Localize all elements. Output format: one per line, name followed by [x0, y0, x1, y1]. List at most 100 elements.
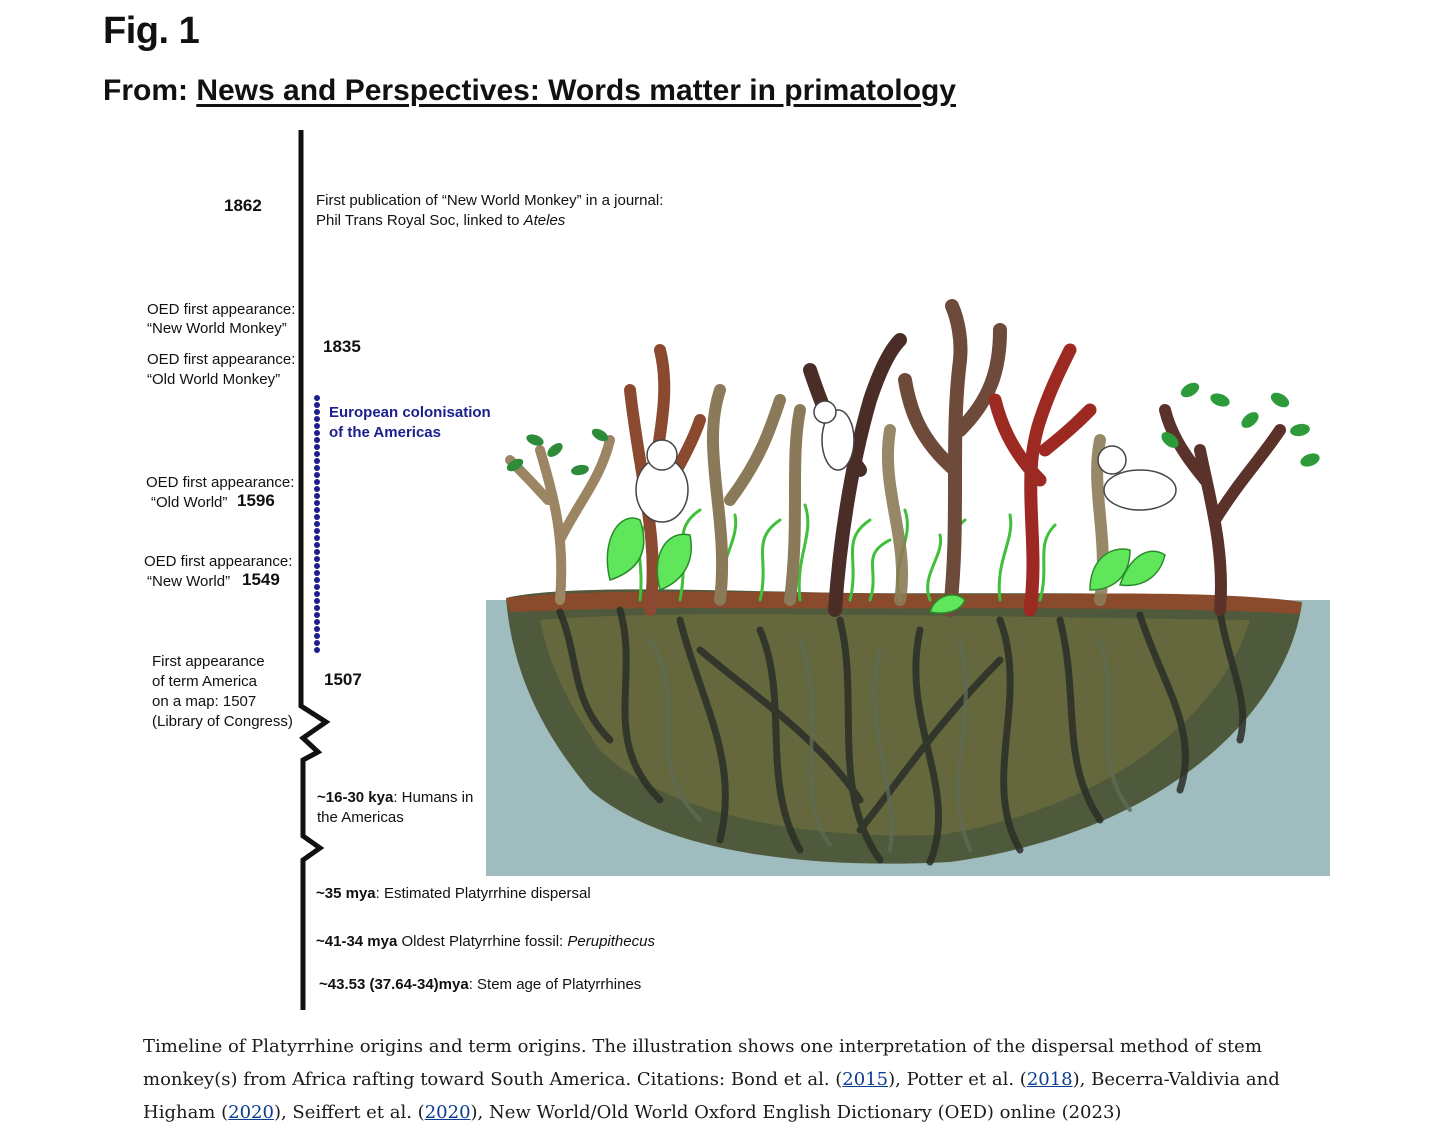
event-1862-line1: First publication of “New World Monkey” …: [316, 192, 664, 209]
colonisation-dot: [314, 409, 320, 415]
colonisation-dot: [314, 395, 320, 401]
colonisation-dot: [314, 584, 320, 590]
humans-line2: the Americas: [317, 809, 404, 826]
year-1596: 1596: [237, 491, 275, 510]
colonisation-dot: [314, 465, 320, 471]
colonisation-dot: [314, 563, 320, 569]
grass: [637, 503, 1057, 602]
colonisation-dot: [314, 507, 320, 513]
event-1862-line2: Phil Trans Royal Soc, linked to Ateles: [316, 211, 565, 231]
fossil-range: ~41-34 mya: [316, 933, 398, 950]
tree-center-tall: [898, 299, 1007, 617]
colonisation-dot: [314, 577, 320, 583]
colonisation-line1: European colonisation: [329, 404, 491, 421]
year-1507: 1507: [324, 670, 362, 689]
colonisation-dot: [314, 570, 320, 576]
figure-caption: Timeline of Platyrrhine origins and term…: [143, 1030, 1343, 1129]
colonisation-dot: [314, 619, 320, 625]
raft-top-mud: [506, 591, 1302, 614]
timeline-axis: [298, 130, 331, 1010]
colonisation-dot: [314, 640, 320, 646]
colonisation-dot: [314, 486, 320, 492]
citation-link-potter-2018[interactable]: 2018: [1026, 1069, 1073, 1090]
colonisation-dot: [314, 549, 320, 555]
colonisation-dot: [314, 416, 320, 422]
colonisation-dot: [314, 451, 320, 457]
dispersal-text: : Estimated Platyrrhine dispersal: [375, 885, 591, 902]
colonisation-dot: [314, 500, 320, 506]
colonisation-dot: [314, 598, 320, 604]
fig-title: Fig. 1: [103, 10, 200, 52]
colonisation-dot: [314, 458, 320, 464]
caption-text-3: ), Becerra-Valdivia and Higham (: [143, 1069, 1280, 1123]
colonisation-dot: [314, 528, 320, 534]
colonisation-dots: [314, 395, 320, 653]
map-line2: of term America: [152, 673, 258, 690]
raft-soil: [506, 589, 1302, 864]
colonisation-dot: [314, 514, 320, 520]
event-1862-taxon: Ateles: [523, 212, 566, 229]
colonisation-line2: of the Americas: [329, 424, 441, 441]
caption-text-2: ), Potter et al. (: [888, 1069, 1027, 1090]
tree-center-dark: [803, 333, 907, 617]
citation-link-bond-2015[interactable]: 2015: [842, 1069, 889, 1090]
event-1862-text: Phil Trans Royal Soc, linked to: [316, 212, 524, 229]
tree-red: [988, 343, 1097, 617]
colonisation-dot: [314, 591, 320, 597]
fossil-line: ~41-34 mya Oldest Platyrrhine fossil: Pe…: [316, 932, 655, 952]
caption-text-4: ), Seiffert et al. (: [273, 1102, 425, 1123]
colonisation-dot: [314, 647, 320, 653]
roots-light: [648, 638, 1132, 852]
citation-link-seiffert-2020[interactable]: 2020: [424, 1102, 471, 1123]
colonisation-dot: [314, 626, 320, 632]
stem-range: ~43.53 (37.64-34)mya: [319, 976, 469, 993]
monkey-center: [813, 400, 855, 471]
colonisation-dot: [314, 535, 320, 541]
humans-range: ~16-30 kya: [317, 789, 394, 806]
year-1835: 1835: [323, 337, 361, 356]
caption-text-1: Timeline of Platyrrhine origins and term…: [143, 1036, 1262, 1090]
colonisation-dot: [314, 493, 320, 499]
colonisation-dot: [314, 479, 320, 485]
colonisation-dot: [314, 402, 320, 408]
dispersal-line: ~35 mya: Estimated Platyrrhine dispersal: [316, 884, 591, 904]
article-from-line: From: News and Perspectives: Words matte…: [103, 74, 956, 108]
stem-text: : Stem age of Platyrrhines: [468, 976, 642, 993]
tree-left-brown: [624, 344, 706, 616]
dispersal-range: ~35 mya: [316, 885, 376, 902]
colonisation-dot: [314, 472, 320, 478]
colonisation-dot: [314, 423, 320, 429]
oed-ow-line2: “Old World”: [151, 494, 228, 511]
map-line3: on a map: 1507: [152, 693, 257, 710]
colonisation-dot: [314, 605, 320, 611]
colonisation-dot: [314, 556, 320, 562]
colonisation-dot: [314, 612, 320, 618]
year-1549: 1549: [242, 570, 280, 589]
oed-nwm-line2: “New World Monkey”: [147, 320, 287, 337]
stem-line: ~43.53 (37.64-34)mya: Stem age of Platyr…: [319, 975, 641, 995]
citation-link-becerra-2020[interactable]: 2020: [228, 1102, 274, 1123]
leaves-right: [1161, 382, 1320, 467]
colonisation-dot: [314, 542, 320, 548]
article-title-link[interactable]: News and Perspectives: Words matter in p…: [196, 74, 956, 107]
colonisation-dot: [314, 444, 320, 450]
colonisation-dot: [314, 633, 320, 639]
water-panel: [486, 600, 1330, 876]
fossil-text: Oldest Platyrrhine fossil:: [397, 933, 568, 950]
raft-soil-light: [540, 614, 1250, 836]
from-prefix: From:: [103, 74, 197, 107]
caption-text-5: ), New World/Old World Oxford English Di…: [470, 1102, 1122, 1123]
broad-leaves: [606, 517, 1166, 614]
oed-nw-line2: “New World”: [147, 573, 231, 590]
oed-owm-line2: “Old World Monkey”: [147, 371, 281, 388]
fossil-taxon: Perupithecus: [567, 933, 655, 950]
colonisation-dot: [314, 521, 320, 527]
oed-nw-line1: OED first appearance:: [144, 553, 293, 570]
colonisation-dot: [314, 430, 320, 436]
tree-left-tan: [505, 435, 615, 605]
humans-text: : Humans in: [393, 789, 474, 806]
roots: [556, 606, 1247, 866]
leaves-left: [506, 428, 609, 476]
map-line1: First appearance: [152, 653, 265, 670]
tree-mid-olive: [881, 424, 1109, 606]
